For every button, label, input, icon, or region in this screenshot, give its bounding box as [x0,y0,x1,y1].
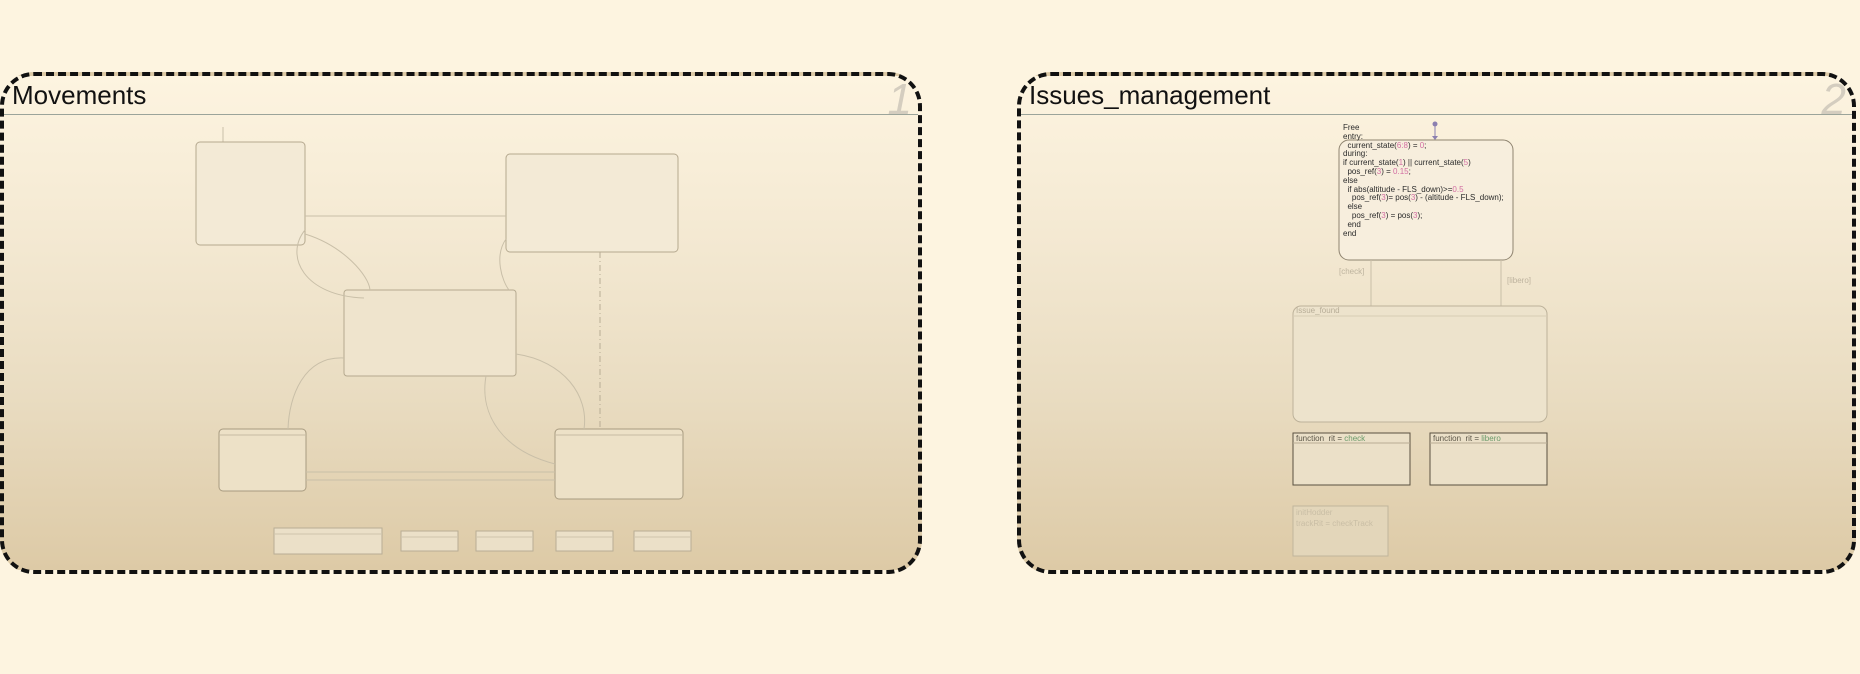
code-text: ) [1468,158,1471,168]
code-line: if current_state(1) || current_state(5) [1343,158,1504,168]
code-line: Free [1343,123,1504,133]
code-text: if current_state( [1343,158,1399,168]
code-number: 0.5 [1452,184,1464,194]
code-number: 6:8 [1396,140,1408,150]
code-text: ); [1417,210,1423,220]
code-line: if abs(altitude - FLS_down)>=0.5 [1343,184,1504,195]
transition-curve[interactable] [515,353,586,430]
code-number: 3 [1413,210,1418,220]
code-text: else [1343,202,1363,212]
code-text: else [1343,175,1358,185]
code-number: 1 [1398,158,1404,168]
function-box[interactable] [555,530,614,552]
free-state-box[interactable] [1338,139,1514,261]
function-box[interactable] [475,530,534,552]
state-box-top-left[interactable] [195,141,306,246]
code-line: entry: [1343,131,1504,142]
code-line: current_state(6:8) = 0; [1343,140,1504,151]
code-text: Free [1343,123,1360,132]
function-prefix: function rit = [1433,434,1482,443]
transition-label-check: [check] [1339,267,1365,276]
function-libero-box[interactable] [1429,432,1548,486]
code-text: ) - (altitude - FLS_down); [1415,193,1504,203]
title-divider [4,114,918,115]
code-number: 0 [1419,140,1425,150]
init-box-body: trackRit = checkTrack [1296,519,1373,528]
code-line: pos_ref(3) = pos(3); [1343,210,1504,221]
transition-curve[interactable] [296,229,365,299]
transition-curve[interactable] [484,375,556,465]
movements-diagram [195,127,692,555]
function-check-label: function rit = check [1296,434,1365,443]
code-text: entry: [1343,131,1364,141]
issues-diagram [1292,121,1548,557]
arrow-head [1432,136,1438,140]
code-text: during: [1343,149,1368,159]
code-text: pos_ref( [1343,193,1382,203]
code-text: )= pos( [1385,193,1411,203]
panel-title: Issues_management [1029,80,1271,110]
init-box-title: initHodder [1296,508,1333,517]
code-line: end [1343,219,1504,230]
transition-curve[interactable] [287,357,345,430]
state-box-top-right[interactable] [505,153,679,253]
function-box[interactable] [273,527,383,555]
function-check-box[interactable] [1292,432,1411,486]
code-line: else [1343,202,1504,212]
movements-panel[interactable]: Movements 1 [0,72,922,574]
code-number: 3 [1381,193,1386,203]
code-line: else [1343,175,1504,186]
transition-label-libero: [libero] [1507,276,1532,285]
function-box[interactable] [633,530,692,552]
code-number: 3 [1381,210,1386,220]
transition-curve[interactable] [304,233,371,291]
function-name: check [1344,434,1366,443]
code-number: 3 [1376,166,1382,176]
code-text: ) = [1407,140,1420,150]
code-text: end [1343,228,1357,238]
code-number: 5 [1463,158,1469,168]
code-line: pos_ref(3)= pos(3) - (altitude - FLS_dow… [1343,193,1504,203]
function-name: libero [1481,434,1501,443]
code-text: ) = pos( [1385,210,1414,220]
code-text: if abs(altitude - FLS_down)>= [1343,184,1453,194]
code-text: ) = [1381,166,1394,176]
code-line: during: [1343,149,1504,159]
code-text: current_state( [1343,140,1397,150]
code-text: ; [1408,166,1411,176]
state-box-center[interactable] [343,289,517,377]
title-divider [1021,114,1852,115]
code-text: ; [1424,140,1427,150]
state-box-bottom-right[interactable] [554,428,684,500]
code-number: 3 [1410,193,1416,203]
issue-found-label: Issue_found [1296,306,1340,315]
function-prefix: function rit = [1296,434,1345,443]
code-text: pos_ref( [1343,166,1377,176]
issue-found-state-box[interactable] [1292,305,1548,423]
default-transition-dot [1432,121,1438,127]
code-line: pos_ref(3) = 0.15; [1343,166,1504,177]
code-text: pos_ref( [1343,210,1382,220]
code-line: end [1343,228,1504,239]
function-box[interactable] [400,530,459,552]
code-number: 0.15 [1393,166,1409,176]
panel-title: Movements [12,80,147,110]
state-box-bottom-left[interactable] [218,428,307,492]
transition-curve[interactable] [499,238,510,291]
code-text: end [1343,219,1361,229]
init-box[interactable] [1292,505,1389,557]
function-libero-label: function rit = libero [1433,434,1501,443]
code-text: ) || current_state( [1403,158,1464,168]
